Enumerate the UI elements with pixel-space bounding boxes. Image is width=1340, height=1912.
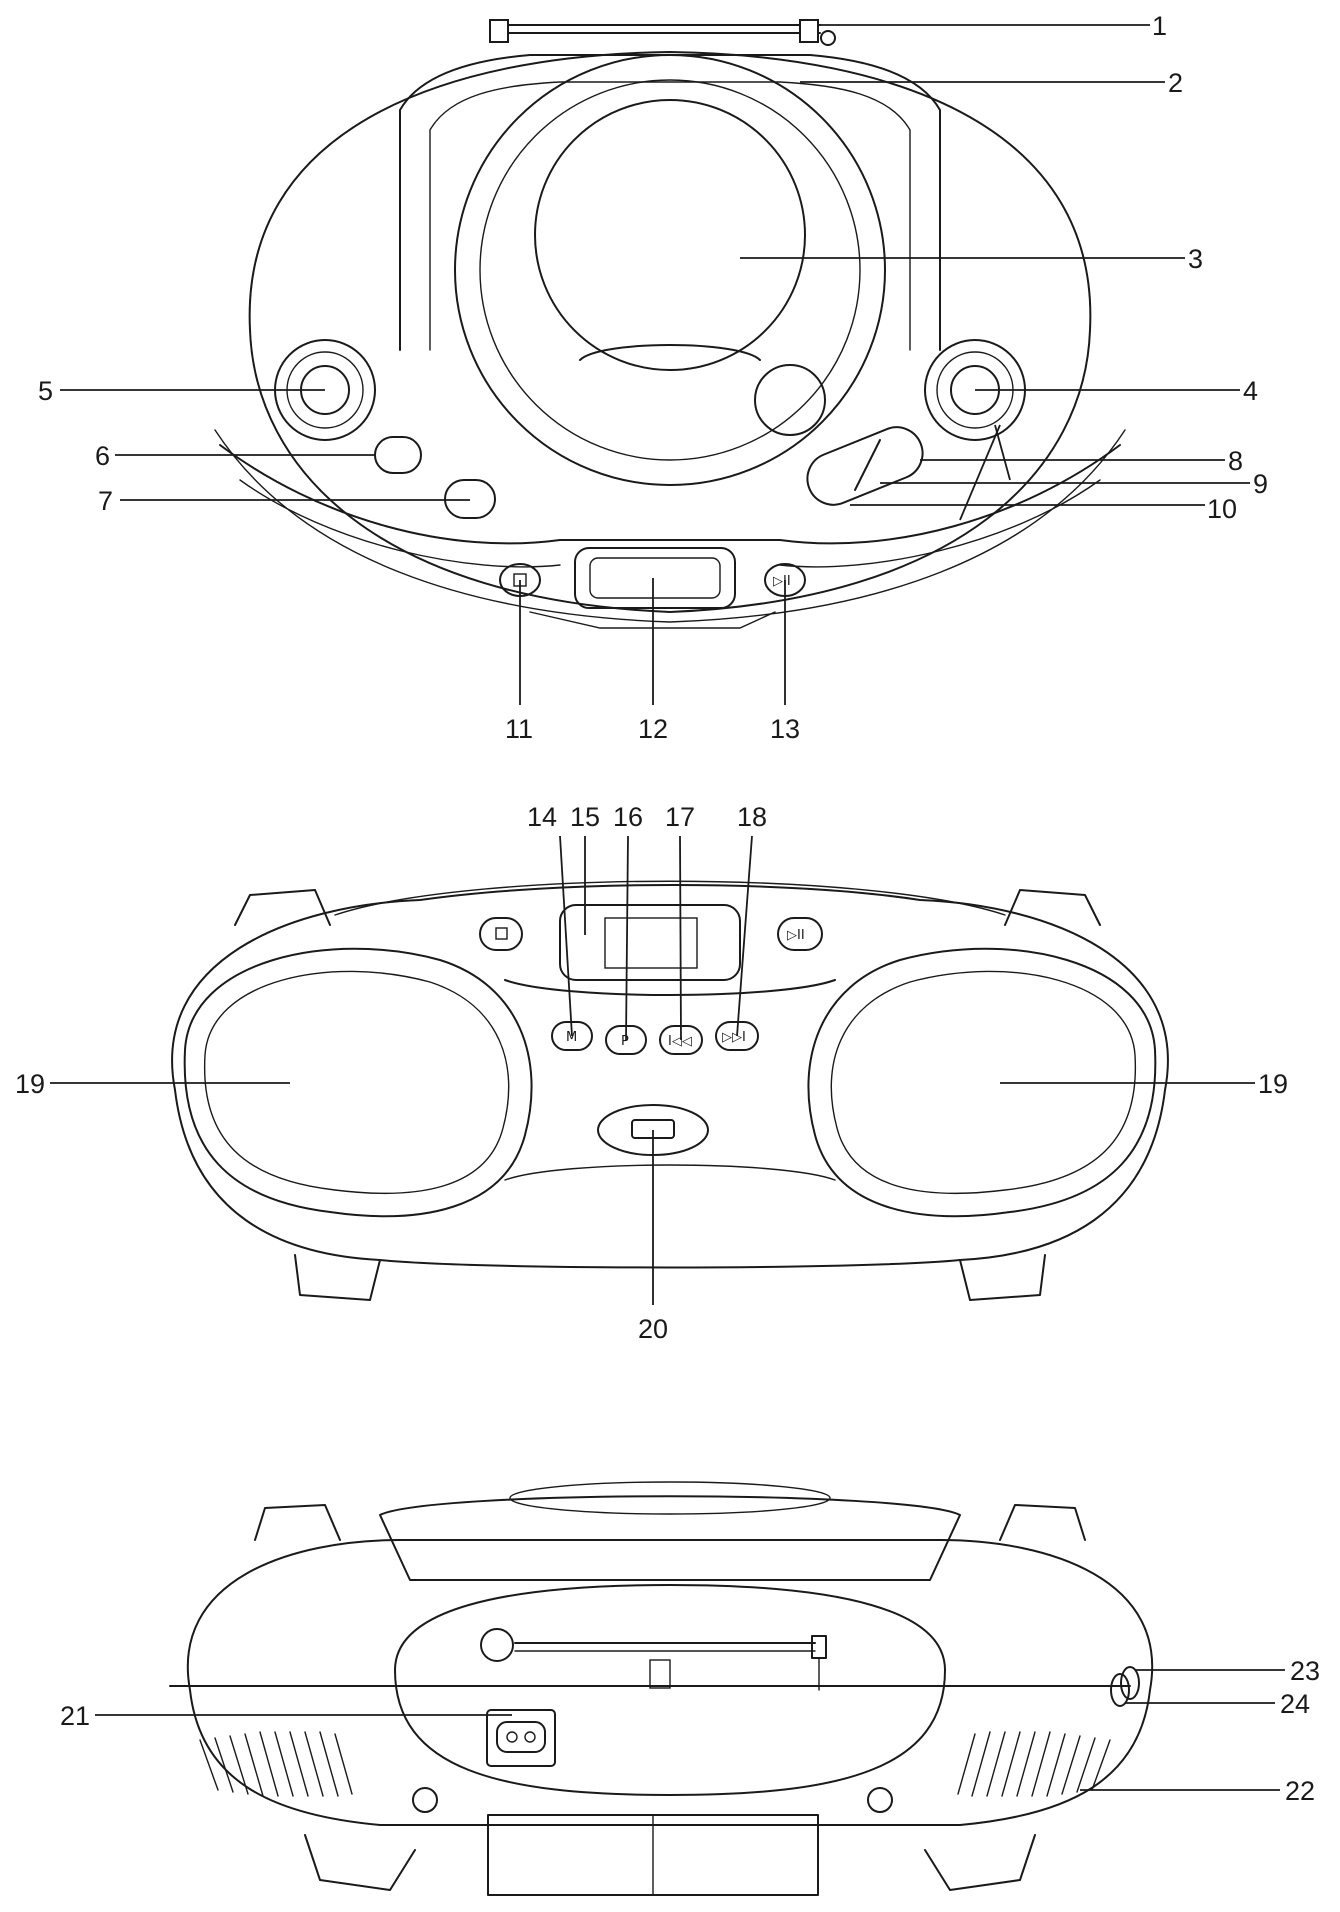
callout-7: 7 [98, 486, 113, 516]
callout-14: 14 [527, 802, 557, 832]
right-speaker-grille [807, 947, 1157, 1218]
ac-power-socket[interactable] [486, 1709, 556, 1767]
cd-window [534, 99, 806, 371]
callout-1: 1 [1152, 11, 1167, 41]
top-view: ▷II [214, 19, 1126, 629]
callout-16: 16 [613, 802, 643, 832]
leader-lines [50, 24, 1285, 1791]
aux-in-jack[interactable] [1110, 1673, 1130, 1707]
rear-body-outline [186, 1539, 1154, 1826]
callout-9: 9 [1253, 469, 1268, 499]
callout-10: 10 [1207, 494, 1237, 524]
callout-22: 22 [1285, 1776, 1315, 1806]
program-p-icon: P [621, 1034, 629, 1049]
right-vent [957, 1731, 1111, 1797]
callout-21: 21 [60, 1701, 90, 1731]
callout-18: 18 [737, 802, 767, 832]
callout-4: 4 [1243, 376, 1258, 406]
callout-5: 5 [38, 376, 53, 406]
front-display [559, 904, 741, 981]
top-display [574, 547, 736, 609]
callout-11: 11 [505, 714, 533, 744]
callout-23: 23 [1290, 1656, 1320, 1686]
callout-12: 12 [638, 714, 668, 744]
callout-15: 15 [570, 802, 600, 832]
antenna [489, 19, 836, 46]
callout-2: 2 [1168, 68, 1183, 98]
play-pause-icon: ▷II [773, 574, 791, 589]
callout-19-left: 19 [15, 1069, 45, 1099]
callout-3: 3 [1188, 244, 1203, 274]
callout-13: 13 [770, 714, 800, 744]
skip-back-icon: I◁◁ [668, 1034, 692, 1049]
callout-17: 17 [665, 802, 695, 832]
callout-labels: 1 2 3 4 5 6 7 8 9 10 11 12 13 14 15 16 1… [15, 11, 1320, 1806]
ac-power-socket-icon [506, 1731, 518, 1743]
left-vent [199, 1731, 353, 1797]
top-button-6[interactable] [374, 436, 422, 474]
front-body-outline [171, 884, 1169, 1269]
rear-view [169, 1481, 1154, 1896]
cd-door [454, 54, 886, 486]
top-button-7[interactable] [444, 479, 496, 519]
top-body-outline [248, 51, 1092, 613]
skip-forward-icon: ▷▷I [722, 1030, 746, 1045]
front-stop-button[interactable] [479, 917, 523, 951]
battery-compartment [394, 1584, 946, 1796]
svg-text:▷II: ▷II [787, 928, 805, 943]
front-view: ▷II M P I◁◁ ▷▷I [171, 880, 1169, 1301]
callout-6: 6 [95, 441, 110, 471]
skip-forward-button[interactable]: ▷▷I [715, 1021, 759, 1051]
rocker-buttons[interactable] [800, 419, 931, 512]
callout-8: 8 [1228, 446, 1243, 476]
callout-24: 24 [1280, 1689, 1310, 1719]
left-speaker-grille [183, 947, 533, 1218]
front-play-pause-button[interactable]: ▷II [777, 917, 823, 951]
mode-m-icon: M [566, 1030, 577, 1045]
callout-19-right: 19 [1258, 1069, 1288, 1099]
callout-20: 20 [638, 1314, 668, 1344]
headphone-jack[interactable] [1120, 1666, 1140, 1700]
